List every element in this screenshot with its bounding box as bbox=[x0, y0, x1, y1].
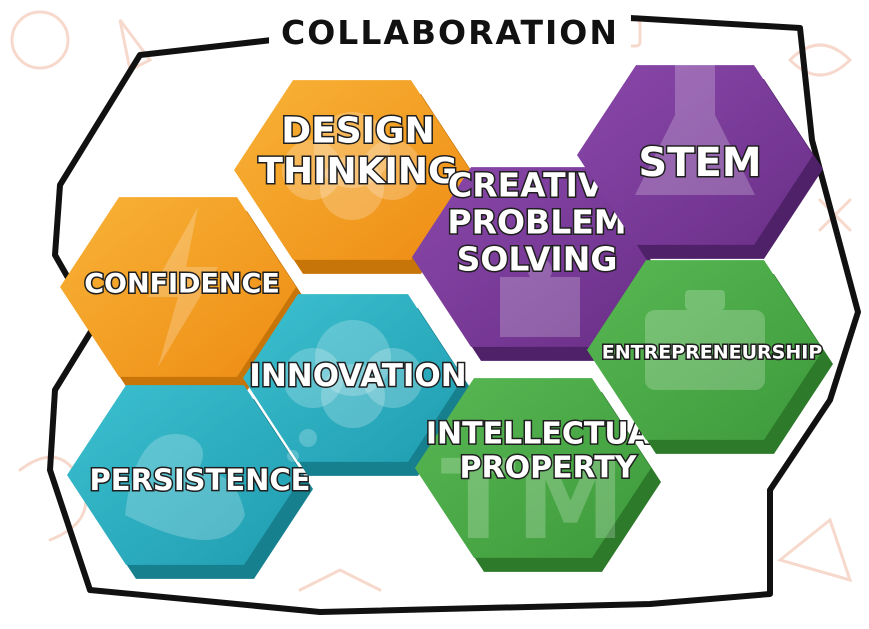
hexagon-innovation: INNOVATION bbox=[243, 294, 473, 476]
hexagon-face-creative-problem-solving bbox=[412, 167, 648, 347]
hexagon-face-persistence bbox=[67, 385, 303, 565]
hexagon-label-line: DESIGN bbox=[281, 110, 434, 151]
hexagon-face-innovation bbox=[243, 294, 463, 462]
briefcase-icon bbox=[645, 290, 765, 390]
hexagon-label-line: STEM bbox=[638, 140, 761, 186]
doodle-circle-icon bbox=[10, 10, 70, 70]
doodle-leaf-icon bbox=[788, 43, 853, 77]
collaboration-frame bbox=[47, 15, 861, 615]
cloud-icon bbox=[282, 112, 422, 220]
hexagon-face-intellectual-property bbox=[415, 378, 651, 558]
hexagon-stem: STEM bbox=[577, 65, 823, 259]
hexagon-face-entrepreneurship bbox=[587, 260, 823, 440]
hexagon-label-line: THINKING bbox=[258, 151, 457, 192]
flexed-arm-icon bbox=[125, 434, 245, 540]
doodle-arrow-icon bbox=[298, 568, 382, 592]
hexagon-entrepreneurship: ENTREPRENEURSHIP bbox=[587, 260, 833, 454]
flask-icon bbox=[635, 65, 755, 195]
hexagon-label-line: PROBLEM bbox=[447, 203, 626, 242]
page-title: COLLABORATION bbox=[281, 13, 619, 52]
hexagon-face-design-thinking bbox=[234, 80, 470, 260]
hexagon-label-confidence: CONFIDENCE bbox=[84, 268, 280, 299]
hexagon-label-line: PERSISTENCE bbox=[90, 463, 311, 497]
trademark-mark: TM bbox=[441, 436, 626, 564]
trademark-icon: TM bbox=[441, 436, 626, 564]
hexagon-label-line: SOLVING bbox=[457, 240, 618, 279]
hexagon-label-innovation: INNOVATION bbox=[249, 358, 466, 394]
title-backdrop bbox=[269, 9, 631, 56]
background-doodles bbox=[10, 10, 853, 592]
hexagon-label-persistence: PERSISTENCE bbox=[90, 463, 311, 497]
hexagon-face-stem bbox=[577, 65, 813, 245]
puzzle-icon bbox=[500, 258, 580, 337]
hexagon-label-stem: STEM bbox=[638, 140, 761, 186]
hexagon-face-confidence bbox=[60, 197, 296, 377]
hexagon-persistence: PERSISTENCE bbox=[67, 385, 313, 579]
hexagon-label-line: CONFIDENCE bbox=[84, 268, 280, 299]
hexagon-label-entrepreneurship: ENTREPRENEURSHIP bbox=[602, 342, 823, 364]
hexagon-label-line: INNOVATION bbox=[249, 358, 466, 394]
hexagon-label-line: INTELLECTUAL bbox=[426, 417, 670, 452]
hexagon-label-line: ENTREPRENEURSHIP bbox=[602, 342, 823, 364]
lightning-bolt-icon bbox=[148, 207, 218, 367]
doodle-shape-icon bbox=[118, 19, 153, 73]
doodle-triangle-icon bbox=[776, 517, 853, 583]
hexagon-label-line: PROPERTY bbox=[459, 450, 637, 485]
thought-cloud-icon bbox=[283, 320, 423, 462]
hexagon-confidence: CONFIDENCE bbox=[60, 197, 306, 391]
